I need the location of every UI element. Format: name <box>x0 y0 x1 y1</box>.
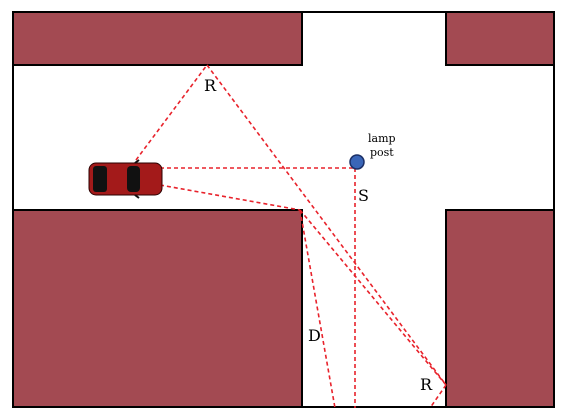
car-mirror-bottom <box>134 194 140 199</box>
ray-reflect-bottom-b <box>429 384 447 409</box>
building-top-left <box>12 11 303 66</box>
ray-diffract-d <box>299 209 336 409</box>
ray-to-corner <box>159 184 301 211</box>
building-top-right <box>445 11 555 66</box>
label-reflection-bottom: R <box>420 375 433 394</box>
label-lamp: lamp <box>368 132 396 145</box>
label-d: D <box>308 326 321 345</box>
lamp-post-icon <box>349 154 365 170</box>
label-reflection-top: R <box>204 76 217 95</box>
building-bottom-right <box>445 209 555 408</box>
building-bottom-left <box>12 209 303 408</box>
car-windshield <box>127 166 140 192</box>
label-s: S <box>358 186 369 205</box>
car-rear-glass <box>93 166 107 192</box>
car <box>88 159 163 199</box>
ray-paths <box>135 64 447 409</box>
car-roof <box>107 167 127 191</box>
ray-reflect-top-b <box>206 64 447 386</box>
car-mirror-top <box>134 159 140 164</box>
ray-reflect-top-a <box>135 64 208 161</box>
ray-corner-to-reflect <box>299 209 447 386</box>
label-post: post <box>370 146 394 159</box>
